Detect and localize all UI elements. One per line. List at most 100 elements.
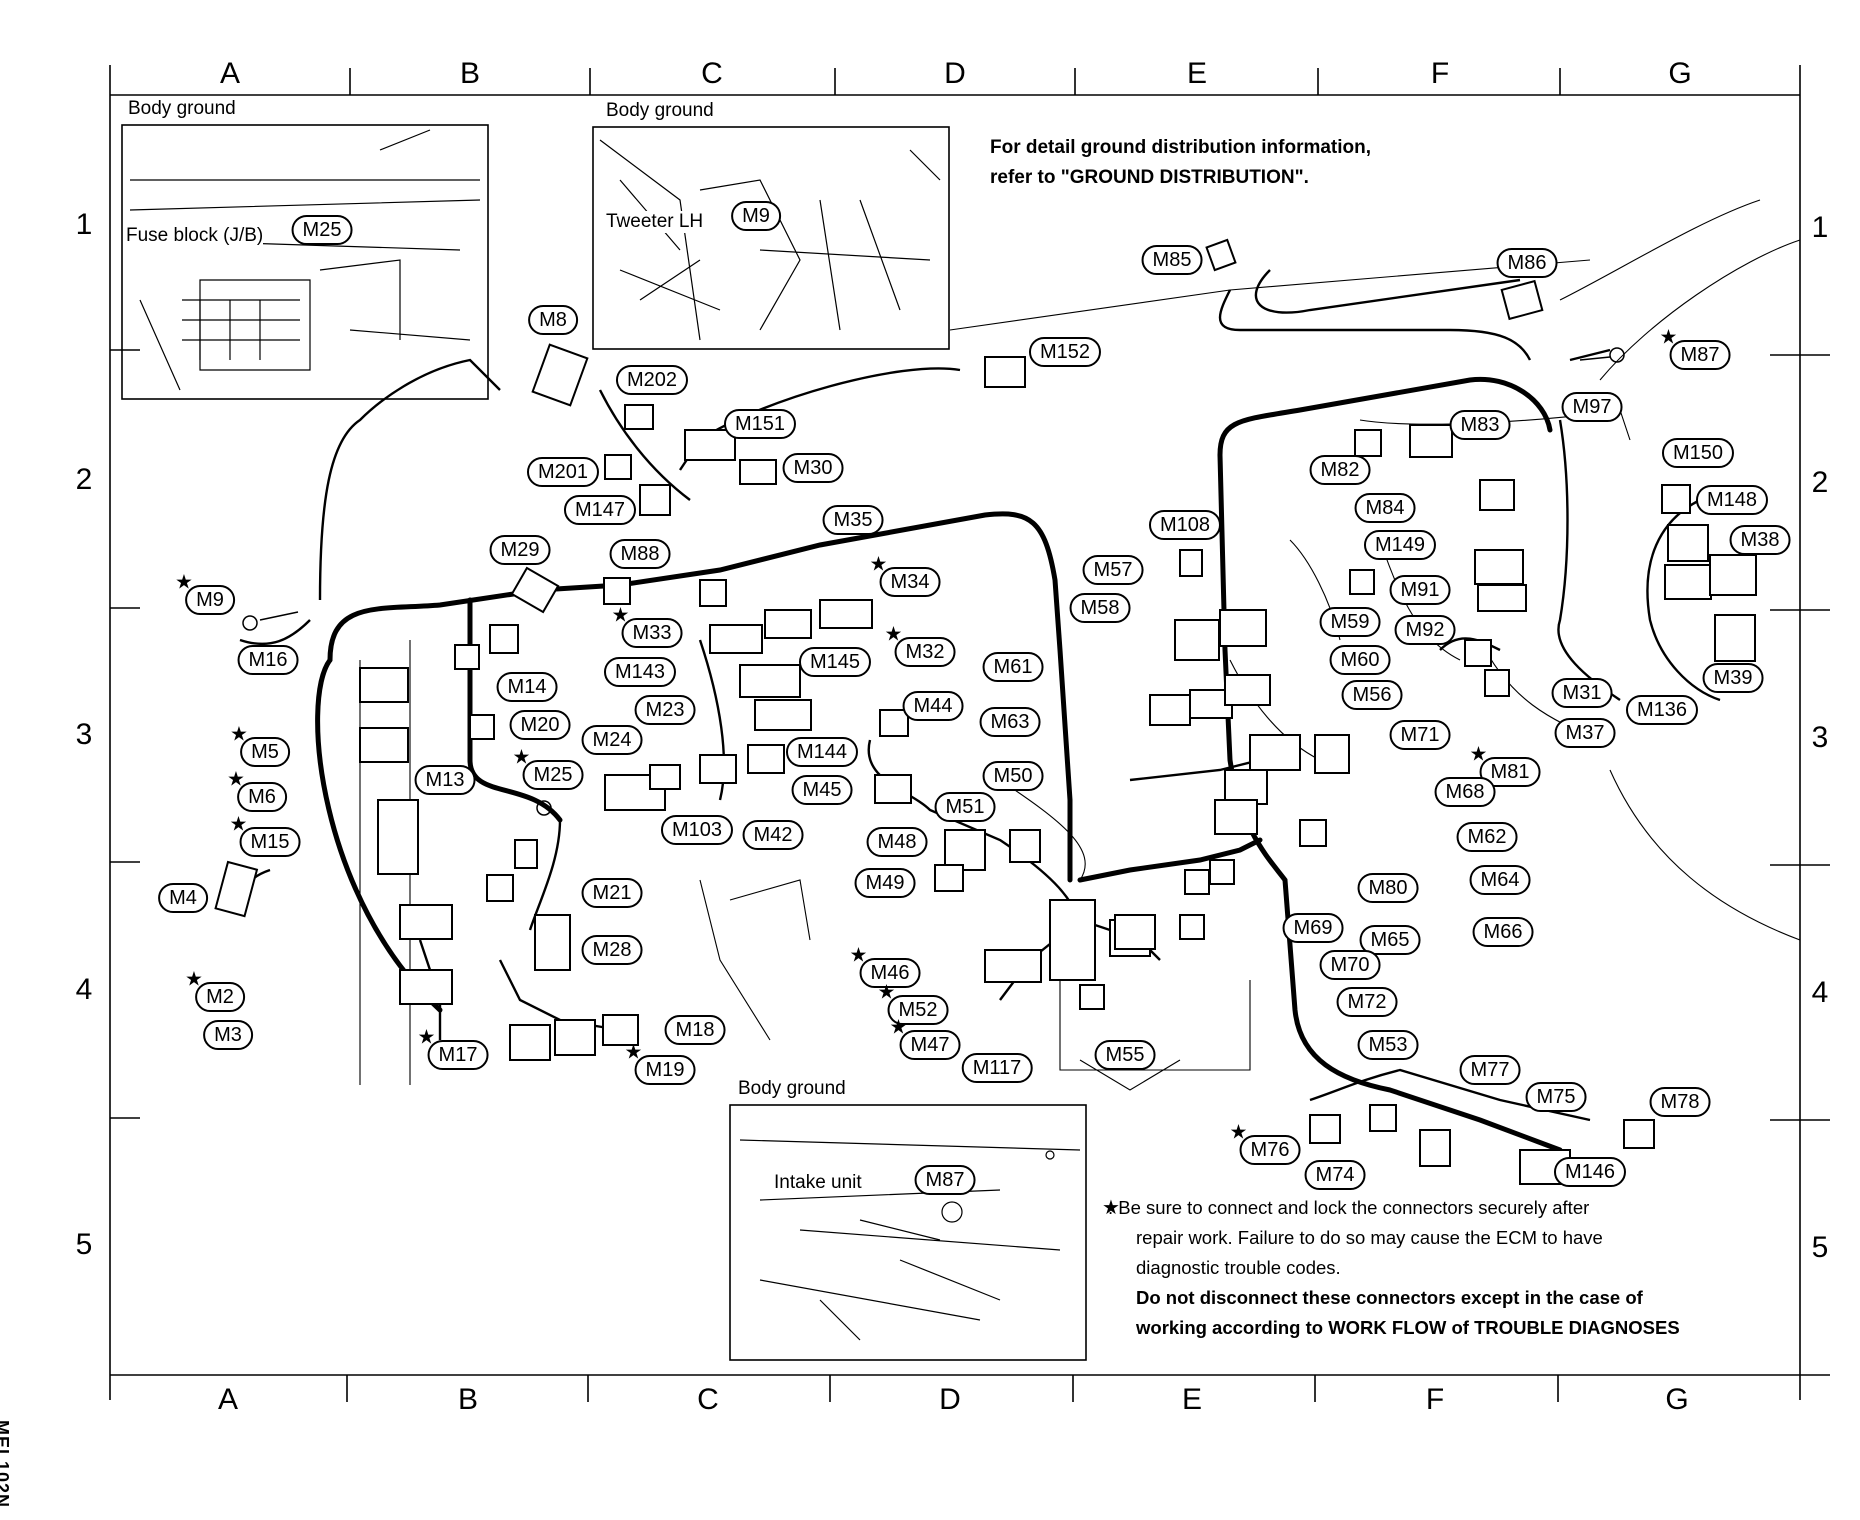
connector-label-m28: M28: [581, 935, 643, 965]
connector-label-m56: M56: [1341, 680, 1403, 710]
connector-label-m60: M60: [1329, 645, 1391, 675]
connector-label-m103: M103: [660, 815, 734, 845]
footer-line-4: Do not disconnect these connectors excep…: [1136, 1287, 1643, 1308]
connector-label-m150: M150: [1661, 438, 1735, 468]
connector-label-m51: M51: [934, 792, 996, 822]
connector-label-m45: M45: [791, 775, 853, 805]
inset-1-title: Body ground: [128, 98, 236, 119]
connector-label-m59: M59: [1319, 607, 1381, 637]
star-marker-icon: ★: [185, 968, 203, 991]
connector-label-m61: M61: [982, 652, 1044, 682]
connector-label-m80: M80: [1357, 873, 1419, 903]
connector-label-m66: M66: [1472, 917, 1534, 947]
star-marker-icon: ★: [175, 571, 193, 594]
connector-label-m50: M50: [982, 761, 1044, 791]
connector-label-m75: M75: [1525, 1082, 1587, 1112]
connector-label-m72: M72: [1336, 987, 1398, 1017]
connector-label-m3: M3: [203, 1020, 253, 1050]
connector-label-m30: M30: [782, 453, 844, 483]
connector-label-m6: M6: [237, 782, 287, 812]
inset-1-connector: M25: [291, 215, 353, 245]
connector-label-m76: M76: [1239, 1135, 1301, 1165]
connector-label-m57: M57: [1082, 555, 1144, 585]
connector-label-m201: M201: [526, 457, 600, 487]
footer-star: ★: [1102, 1197, 1120, 1219]
col-bottom-f: F: [1425, 1383, 1445, 1416]
connector-label-m37: M37: [1554, 718, 1616, 748]
connector-label-m52: M52: [887, 995, 949, 1025]
connector-label-m152: M152: [1028, 337, 1102, 367]
connector-label-m144: M144: [785, 737, 859, 767]
connector-label-m91: M91: [1389, 575, 1451, 605]
col-bottom-a: A: [217, 1383, 239, 1416]
star-marker-icon: ★: [230, 723, 248, 746]
connector-label-m18: M18: [664, 1015, 726, 1045]
connector-label-m35: M35: [822, 505, 884, 535]
col-top-a: A: [219, 57, 241, 90]
diagram-code: MEL102N: [0, 1420, 12, 1509]
footer-line-1: : Be sure to connect and lock the connec…: [1108, 1197, 1590, 1218]
connector-label-m19: M19: [634, 1055, 696, 1085]
connector-label-m108: M108: [1148, 510, 1222, 540]
star-marker-icon: ★: [869, 553, 888, 576]
star-marker-icon: ★: [624, 1041, 643, 1064]
connector-label-m68: M68: [1434, 777, 1496, 807]
star-marker-icon: ★: [611, 604, 630, 627]
connector-label-m58: M58: [1069, 593, 1131, 623]
col-bottom-d: D: [939, 1383, 961, 1416]
connector-label-m38: M38: [1729, 525, 1791, 555]
col-bottom-b: B: [457, 1383, 479, 1416]
row-right-2: 2: [1811, 466, 1829, 499]
connector-label-m34: M34: [879, 567, 941, 597]
col-top-c: C: [701, 57, 723, 90]
col-bottom-g: G: [1665, 1383, 1689, 1416]
col-top-e: E: [1186, 57, 1208, 90]
col-top-f: F: [1430, 57, 1450, 90]
connector-label-m78: M78: [1649, 1087, 1711, 1117]
row-left-3: 3: [75, 718, 93, 751]
connector-label-m21: M21: [581, 878, 643, 908]
star-marker-icon: ★: [1229, 1121, 1248, 1144]
connector-label-m97: M97: [1561, 392, 1623, 422]
star-marker-icon: ★: [877, 981, 896, 1004]
col-bottom-c: C: [697, 1383, 719, 1416]
connector-label-m77: M77: [1459, 1055, 1521, 1085]
connector-label-m44: M44: [902, 691, 964, 721]
connector-label-m117: M117: [961, 1053, 1033, 1083]
star-marker-icon: ★: [889, 1016, 908, 1039]
connector-label-m63: M63: [979, 707, 1041, 737]
ground-distribution-note: For detail ground distribution informati…: [990, 133, 1371, 193]
col-top-d: D: [944, 57, 966, 90]
connector-label-m202: M202: [615, 365, 689, 395]
connector-label-m32: M32: [894, 637, 956, 667]
connector-label-m4: M4: [158, 883, 208, 913]
connector-label-m24: M24: [581, 725, 643, 755]
star-marker-icon: ★: [1469, 743, 1488, 766]
connector-label-m49: M49: [854, 868, 916, 898]
connector-label-m87: M87: [1669, 340, 1731, 370]
inset-2-title: Body ground: [606, 100, 714, 121]
connector-label-m64: M64: [1469, 865, 1531, 895]
connector-label-m88: M88: [609, 539, 671, 569]
connector-label-m69: M69: [1282, 913, 1344, 943]
inset-3-label: Intake unit: [774, 1172, 862, 1194]
connector-label-m149: M149: [1363, 530, 1437, 560]
footer-line-3: diagnostic trouble codes.: [1136, 1257, 1341, 1278]
star-marker-icon: ★: [512, 746, 531, 769]
row-right-5: 5: [1811, 1231, 1829, 1264]
connector-label-m47: M47: [899, 1030, 961, 1060]
row-right-4: 4: [1811, 976, 1829, 1009]
connector-label-m86: M86: [1496, 248, 1558, 278]
connector-label-m31: M31: [1551, 678, 1613, 708]
connector-label-m147: M147: [563, 495, 637, 525]
connector-label-m17: M17: [427, 1040, 489, 1070]
col-top-b: B: [459, 57, 481, 90]
connector-label-m143: M143: [603, 657, 677, 687]
connector-label-m53: M53: [1357, 1030, 1419, 1060]
star-marker-icon: ★: [229, 813, 248, 836]
connector-label-m25: M25: [522, 760, 584, 790]
connector-label-m23: M23: [634, 695, 696, 725]
star-marker-icon: ★: [884, 623, 903, 646]
connector-label-m55: M55: [1094, 1040, 1156, 1070]
star-marker-icon: ★: [849, 944, 868, 967]
